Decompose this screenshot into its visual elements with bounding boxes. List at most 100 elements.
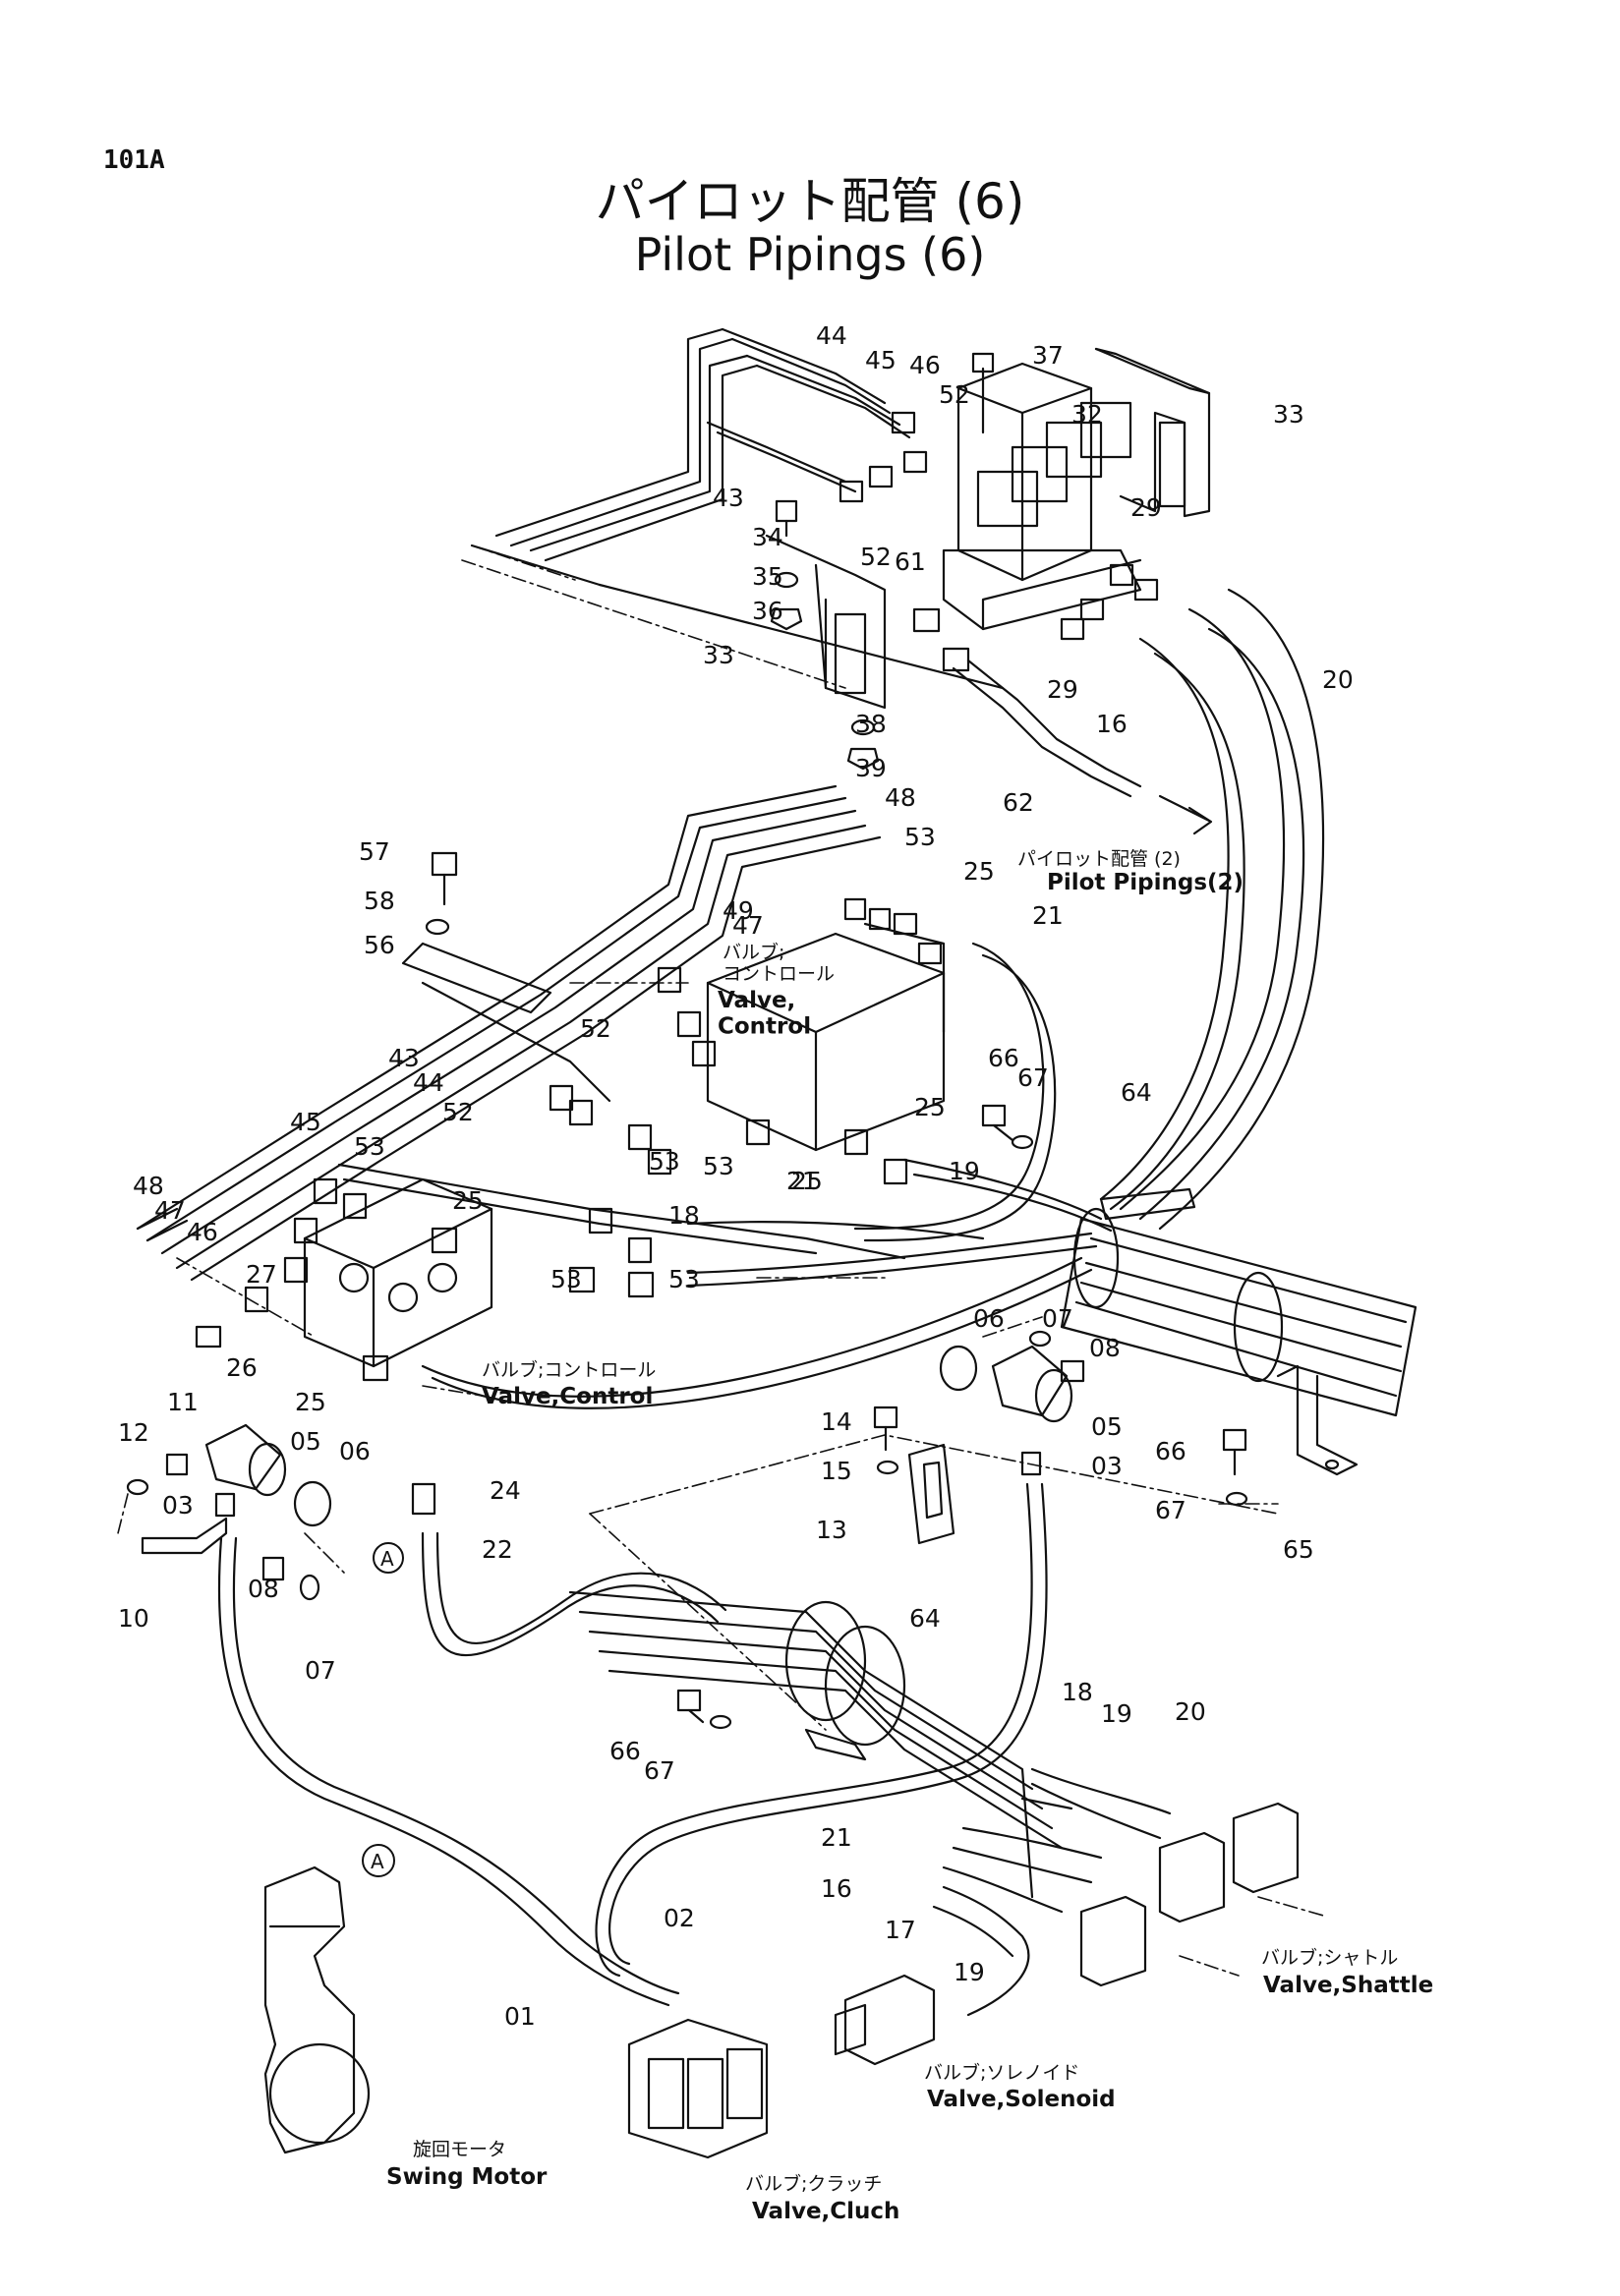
fitting-03-left [214, 1492, 236, 1518]
callout-35: 35 [752, 562, 783, 591]
lower-hose-bundle [568, 1590, 1064, 1899]
callout-07: 07 [1042, 1304, 1073, 1333]
hose-62 [952, 659, 1213, 835]
main-hose-bundle [1060, 1187, 1418, 1417]
bracket-33-left [765, 534, 887, 710]
callout-52: 52 [939, 380, 970, 409]
washer-15 [876, 1460, 899, 1475]
bolt-34 [775, 499, 798, 538]
washer-58 [425, 918, 450, 936]
callout-46: 46 [909, 351, 941, 379]
annotation-valve-control-upper: バルブ;コントロール Valve,Control [718, 941, 835, 1039]
solenoid-valve [834, 1974, 936, 2066]
callout-52: 52 [442, 1098, 474, 1126]
pilot-piping-ref-ja: パイロット配管 (2) [1017, 848, 1181, 870]
callout-24: 24 [490, 1476, 521, 1505]
callout-03: 03 [1091, 1452, 1123, 1480]
callout-56: 56 [364, 931, 395, 959]
callout-08: 08 [1089, 1334, 1121, 1362]
callout-08: 08 [248, 1575, 279, 1603]
callout-47: 47 [732, 911, 764, 940]
washer-67-lower [709, 1714, 732, 1730]
valve-control-lower-ja: バルブ;コントロール [482, 1358, 656, 1381]
bolt-11 [165, 1453, 189, 1476]
flange-06-left [293, 1480, 332, 1527]
pressure-switch-05-right [991, 1345, 1073, 1423]
callout-29: 29 [1047, 675, 1078, 704]
callout-67: 67 [644, 1756, 675, 1785]
annotation-swing-motor: 旋回モータ Swing Motor [386, 2139, 548, 2190]
fitting-03-right [1020, 1451, 1042, 1476]
callout-53: 53 [354, 1132, 385, 1161]
washer-67-mid [1011, 1134, 1034, 1150]
bolt-14 [873, 1406, 898, 1452]
annotation-pilot-piping-ref: パイロット配管 (2) Pilot Pipings(2) [1017, 848, 1244, 895]
callout-25: 25 [963, 857, 995, 886]
page-code: 101A [103, 145, 165, 175]
flange-06-right [939, 1345, 978, 1392]
ref-a-lower-label: A [371, 1850, 384, 1873]
manifold-block-32 [942, 362, 1142, 631]
callout-65: 65 [1283, 1535, 1314, 1564]
callout-01: 01 [504, 2002, 536, 2031]
callout-21: 21 [786, 1167, 818, 1195]
reference-marker-a-upper: A [373, 1542, 404, 1574]
callout-48: 48 [133, 1172, 164, 1200]
callout-64: 64 [909, 1604, 941, 1633]
callout-34: 34 [752, 523, 783, 551]
bracket-10 [141, 1517, 228, 1555]
shuttle-valves [1079, 1802, 1300, 1987]
callout-27: 27 [246, 1260, 277, 1289]
callout-44: 44 [816, 321, 847, 350]
callout-14: 14 [821, 1407, 852, 1436]
callout-43: 43 [388, 1044, 420, 1072]
callout-21: 21 [821, 1823, 852, 1852]
callout-46: 46 [187, 1218, 218, 1246]
callout-06: 06 [973, 1304, 1005, 1333]
swing-motor-ja: 旋回モータ [413, 2139, 506, 2160]
callout-67: 67 [1017, 1063, 1049, 1092]
bolt-66-lower [676, 1689, 705, 1724]
fitting-24 [411, 1482, 436, 1516]
callout-19: 19 [949, 1157, 980, 1185]
annotation-valve-shuttle: バルブ;シャトル Valve,Shattle [1261, 1946, 1433, 1998]
washer-07-right [1028, 1330, 1052, 1348]
callout-05: 05 [1091, 1412, 1123, 1441]
shuttle-hoses [932, 1767, 1172, 2017]
hose-02 [595, 1482, 1048, 1978]
washer-12 [126, 1478, 149, 1496]
valve-control-upper-ja: バルブ;コントロール [723, 941, 835, 985]
callout-53: 53 [668, 1265, 700, 1293]
ref-a-upper-label: A [380, 1547, 394, 1571]
callout-11: 11 [167, 1388, 199, 1416]
bolt-37 [971, 352, 995, 434]
callout-53: 53 [904, 823, 936, 851]
hoses-18-19-21 [421, 942, 1113, 1409]
reference-marker-a-lower: A [362, 1844, 395, 1877]
callout-58: 58 [364, 887, 395, 915]
callout-36: 36 [752, 597, 783, 625]
hose-22 [421, 1531, 727, 1657]
callout-10: 10 [118, 1604, 149, 1633]
callout-39: 39 [855, 754, 887, 782]
callout-25: 25 [791, 1167, 823, 1195]
bracket-13 [907, 1443, 955, 1545]
callout-66: 66 [1155, 1437, 1186, 1465]
bolt-08-left [261, 1556, 285, 1581]
callout-38: 38 [855, 710, 887, 738]
washer-07-left [299, 1574, 320, 1601]
callout-45: 45 [290, 1108, 321, 1136]
callout-05: 05 [290, 1427, 321, 1456]
callout-18: 18 [668, 1201, 700, 1230]
callout-07: 07 [305, 1656, 336, 1685]
bolt-66-mid [981, 1104, 1014, 1142]
valve-shuttle-en: Valve,Shattle [1263, 1973, 1433, 1998]
annotation-valve-clutch: バルブ;クラッチ Valve,Cluch [745, 2172, 899, 2224]
callout-19: 19 [954, 1958, 985, 1986]
callout-53: 53 [649, 1147, 680, 1176]
hose-01 [217, 1536, 680, 2007]
callout-43: 43 [713, 484, 744, 512]
callout-20: 20 [1322, 665, 1354, 694]
